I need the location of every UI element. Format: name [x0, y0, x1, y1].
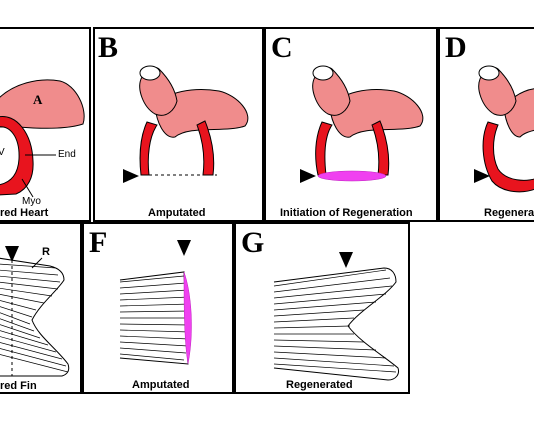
fin-ray [119, 335, 190, 340]
fin-ray [0, 324, 41, 339]
fin-outline [273, 267, 399, 381]
fin-ray [119, 353, 185, 361]
panel-g: G Regenerated [234, 222, 410, 394]
fin-ray [119, 275, 185, 283]
panel-g-letter: G [241, 226, 265, 259]
outflow-opening [478, 65, 500, 81]
amputation-arrow-icon [300, 169, 316, 183]
atrium-shape [329, 89, 424, 138]
amputation-arrow-icon [339, 252, 353, 268]
fin-ray [0, 263, 57, 269]
fin-ray [119, 289, 189, 295]
fin-ray [273, 339, 365, 343]
panel-c: C Initiation of Regeneration [264, 27, 438, 222]
atrium-shape [154, 89, 249, 138]
panel-c-letter: C [271, 31, 293, 64]
fin-ray [119, 303, 191, 307]
fin-ray [119, 329, 191, 333]
fin-ray [0, 300, 37, 311]
fin-ray [0, 342, 63, 360]
panel-b-caption: Amputated [148, 207, 206, 219]
heart-diagram-regenerated [474, 65, 534, 193]
fibrin-clot [317, 170, 387, 182]
amputation-arrow-icon [177, 240, 191, 256]
fin-ray [0, 275, 61, 283]
fin-ray [0, 312, 31, 325]
fin-ray [119, 323, 191, 326]
fin-ray [0, 348, 67, 367]
panel-d-caption: Regenera [484, 207, 534, 219]
fin-ray [273, 351, 387, 359]
fin-ray [0, 269, 59, 276]
fin-ray [119, 341, 189, 347]
fin-ray [273, 293, 387, 305]
panel-f: F Amputated [82, 222, 234, 394]
ventricle-myocardium [0, 116, 34, 196]
amputation-arrow-icon [5, 246, 19, 262]
fin-ray [0, 318, 35, 332]
wound-epidermis [183, 271, 192, 365]
panel-d-letter: D [445, 31, 467, 64]
panel-e: R red Fin [0, 222, 82, 394]
fin-ray [0, 294, 45, 304]
fin-ray [273, 325, 351, 329]
amputation-arrow-icon [474, 169, 490, 183]
fin-ray [273, 277, 391, 293]
endocardium-label: End [58, 149, 76, 160]
panel-a: A V End Myo red Heart [0, 27, 91, 222]
fin-ray [0, 330, 49, 346]
ventricle-myocardium [482, 121, 534, 193]
panel-e-caption: red Fin [0, 380, 37, 392]
fin-diagram-regenerated [273, 252, 399, 381]
fin-ray [273, 309, 365, 317]
myocardium-pointer-line [21, 178, 34, 198]
fin-ray [0, 287, 53, 297]
panel-g-caption: Regenerated [286, 379, 353, 391]
fin-ray [273, 317, 355, 323]
fin-ray-label: R [42, 246, 50, 258]
panel-c-caption: Initiation of Regeneration [280, 207, 413, 219]
fin-ray [0, 281, 59, 290]
fin-ray [273, 345, 377, 351]
fin-ray [0, 336, 57, 353]
fin-ray [273, 269, 387, 287]
myocardium-label: Myo [22, 196, 41, 207]
panel-b-letter: B [98, 31, 119, 64]
panel-a-caption: red Heart [0, 207, 49, 219]
fin-ray [119, 310, 191, 313]
panel-f-letter: F [89, 226, 108, 259]
fin-diagram-uninjured [0, 246, 70, 377]
fin-outline [0, 257, 70, 377]
fin-ray [119, 296, 190, 301]
fin-ray [0, 306, 33, 318]
fin-ray [273, 285, 393, 299]
outflow-opening [139, 65, 161, 81]
ray-pointer-line [31, 257, 43, 269]
fin-ray [273, 363, 397, 373]
fin-ray [273, 357, 395, 367]
heart-diagram-initiation [300, 65, 424, 183]
panel-b: B Amputated [93, 27, 264, 222]
fin-ray [119, 347, 187, 354]
panel-f-caption: Amputated [132, 379, 190, 391]
fin-ray [273, 301, 377, 311]
atrium-label: A [33, 92, 43, 107]
heart-diagram-uninjured [0, 79, 85, 198]
panel-d: D Regenera [438, 27, 534, 222]
fin-diagram-amputated [119, 240, 192, 365]
atrium-shape [0, 79, 85, 129]
fin-ray [119, 282, 187, 289]
amputation-arrow-icon [123, 169, 139, 183]
heart-diagram-amputated [123, 65, 249, 183]
ventricle-label: V [0, 147, 5, 158]
outflow-opening [312, 65, 334, 81]
fin-ray [0, 354, 69, 373]
